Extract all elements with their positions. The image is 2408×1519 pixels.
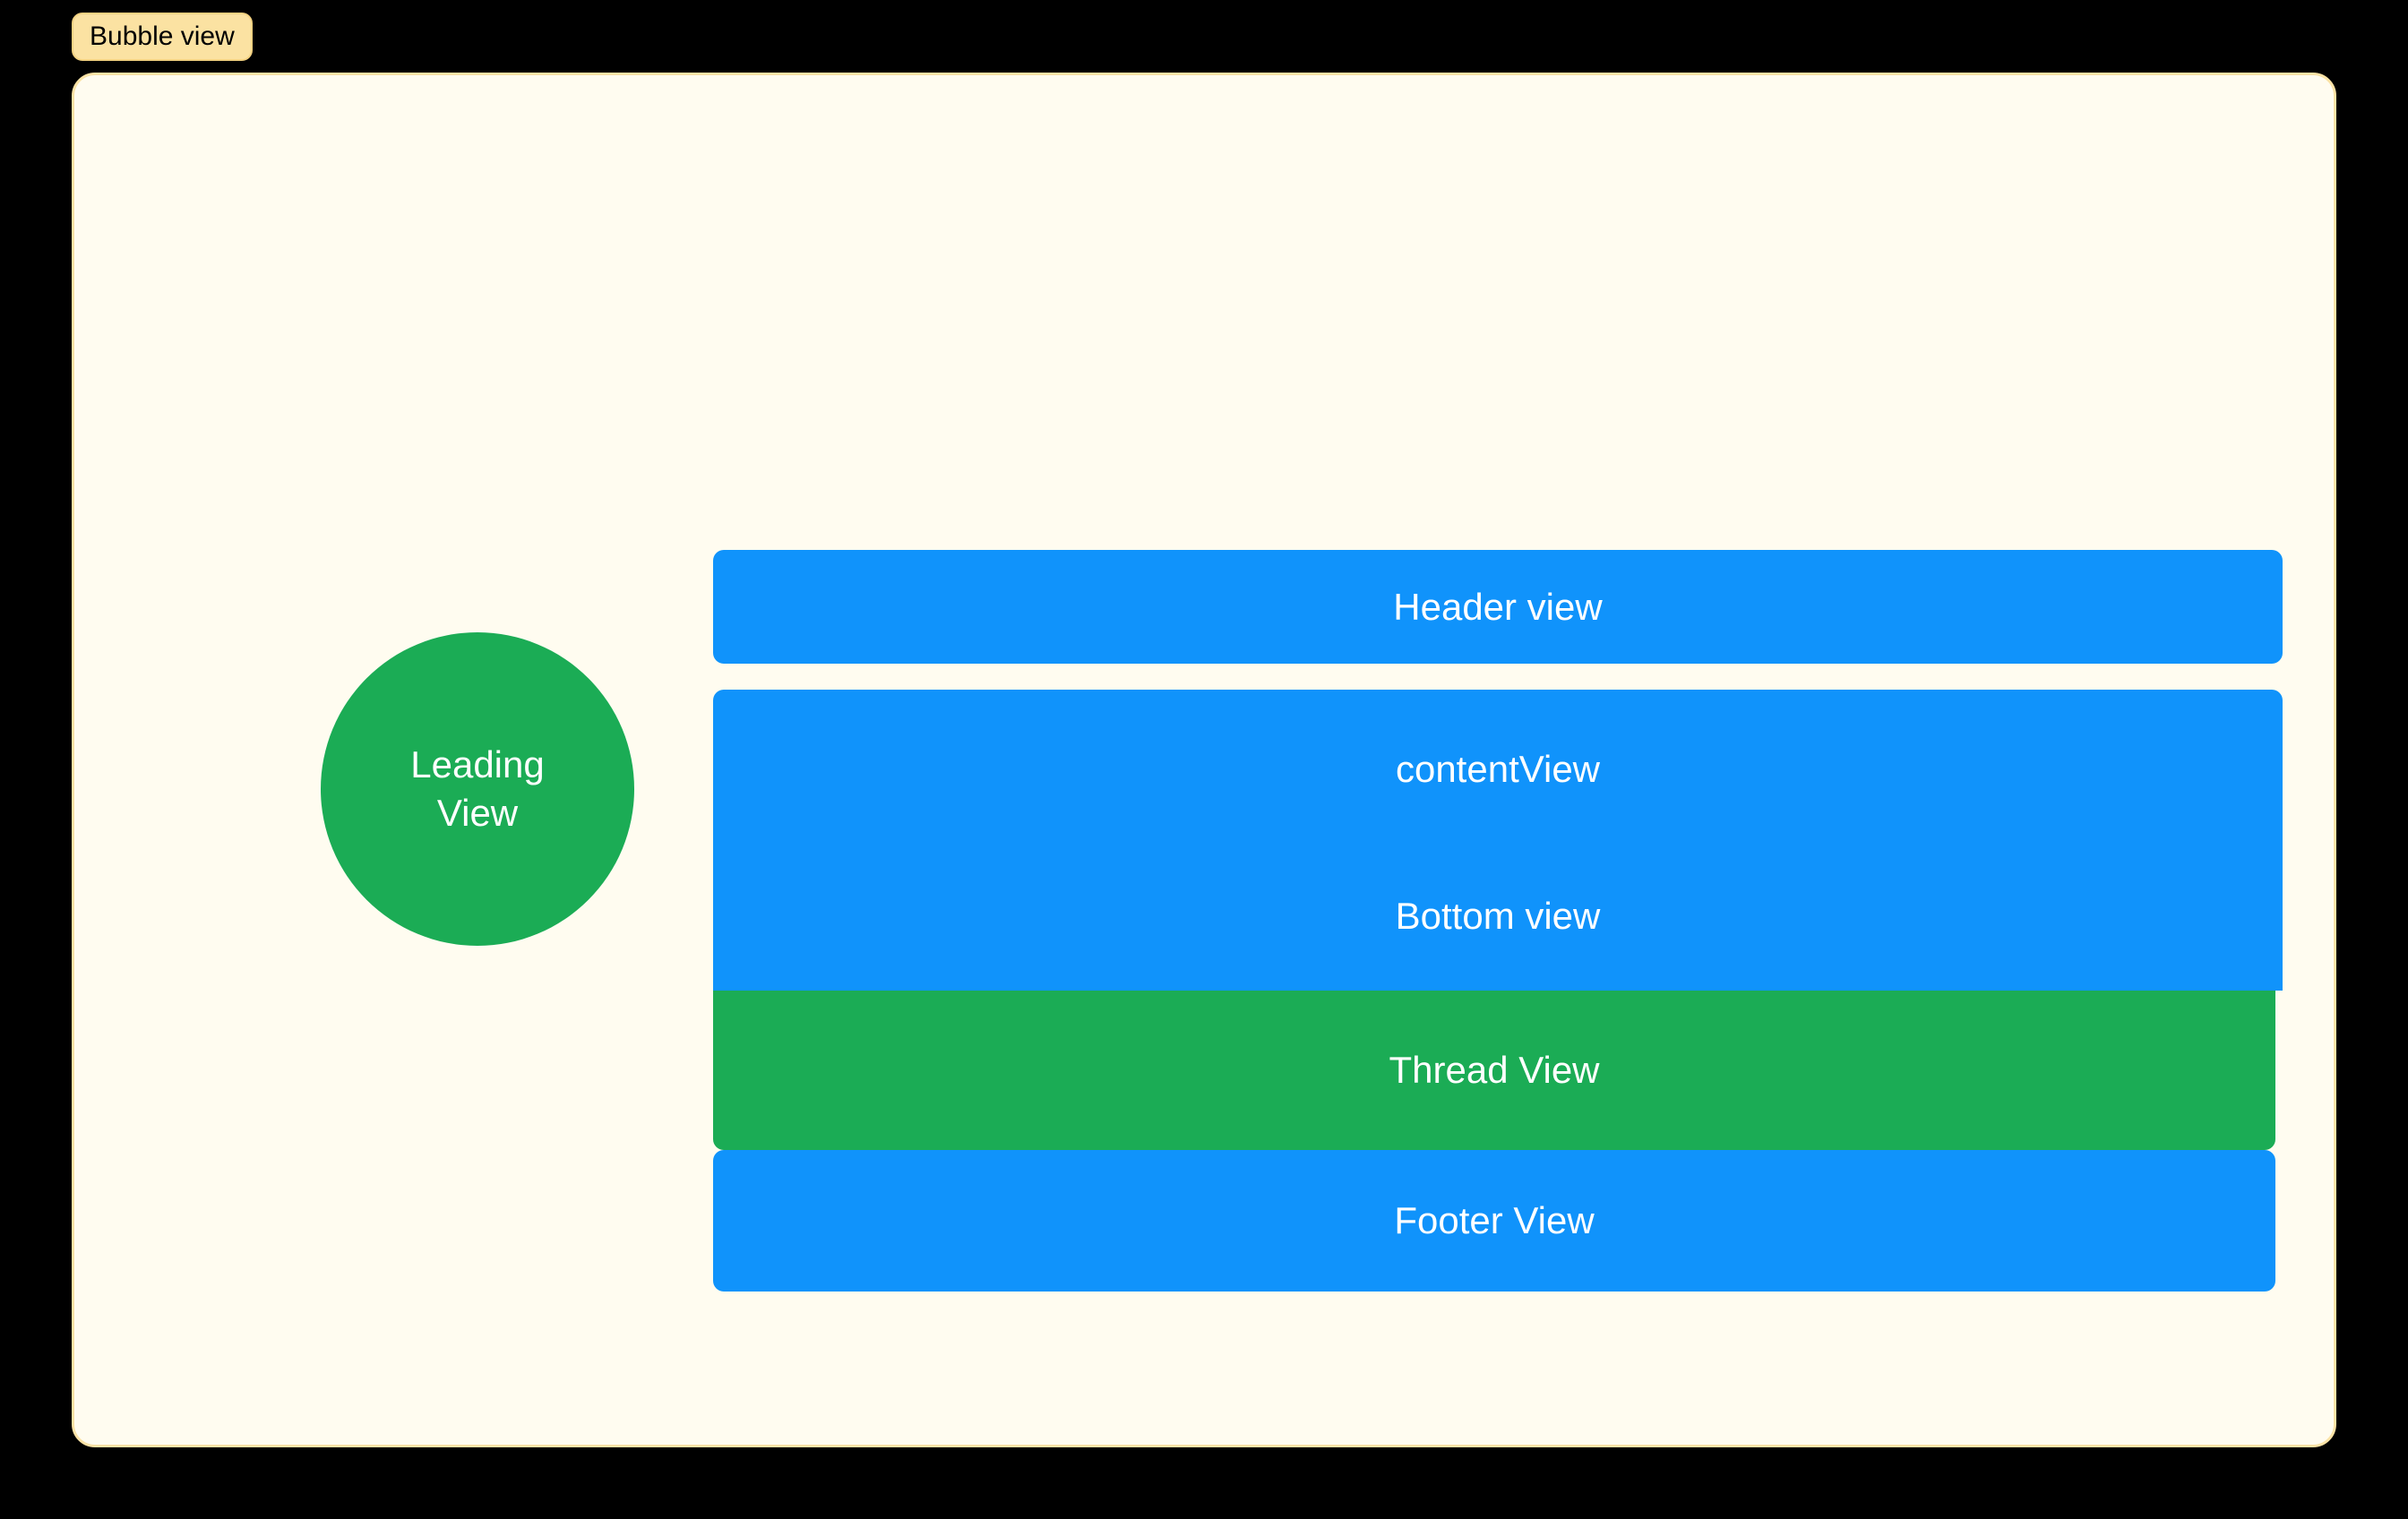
bubble-view-badge-label: Bubble view <box>90 21 235 51</box>
footer-view-bar: Footer View <box>713 1150 2275 1292</box>
bubble-view-container: Leading View Header view contentView Bot… <box>72 73 2336 1447</box>
leading-view-circle: Leading View <box>321 632 634 946</box>
content-view-bar: contentView Bottom view <box>713 690 2283 991</box>
bubble-view-badge: Bubble view <box>72 13 253 61</box>
footer-view-label: Footer View <box>1394 1199 1595 1241</box>
bottom-view-label: Bottom view <box>1395 895 1601 937</box>
thread-view-label: Thread View <box>1389 1049 1600 1091</box>
header-view-label: Header view <box>1393 585 1603 628</box>
content-view-label: contentView <box>1395 748 1601 790</box>
leading-view-label-line2: View <box>436 792 519 834</box>
leading-view-label-line1: Leading <box>410 743 545 786</box>
header-view-bar: Header view <box>713 550 2283 664</box>
thread-view-bar: Thread View <box>713 991 2275 1150</box>
